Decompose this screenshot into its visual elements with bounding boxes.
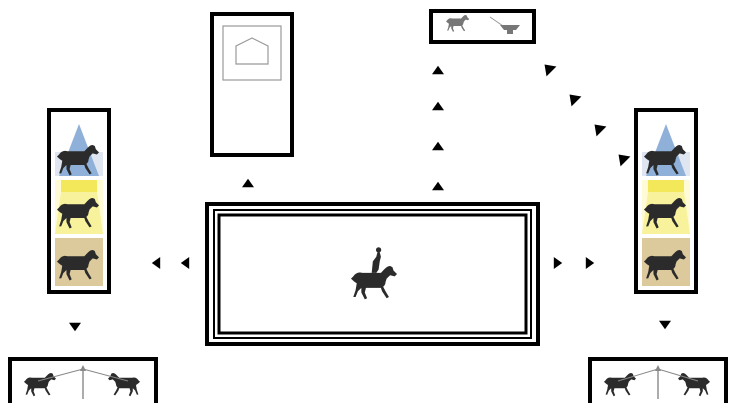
arrowhead — [544, 64, 557, 77]
door-panel-frame — [210, 12, 294, 157]
house-outline-icon — [235, 37, 269, 65]
arrowhead — [432, 141, 444, 151]
arrowhead — [569, 94, 582, 107]
camera-icon — [500, 25, 520, 34]
connector-arrows — [69, 64, 671, 332]
arena-outer-frame — [205, 202, 540, 346]
door-panel-inner-frame — [222, 25, 282, 81]
yellow-light-band — [642, 180, 690, 234]
arrowhead — [594, 124, 607, 137]
arrowhead — [180, 257, 190, 269]
arrowhead — [618, 154, 631, 167]
left-lighting-column — [47, 108, 111, 294]
tripod-icon — [37, 365, 129, 399]
arrowhead — [432, 101, 444, 111]
arrowhead — [585, 257, 595, 269]
arrowhead — [659, 320, 671, 330]
blue-light-band — [642, 124, 690, 176]
arrowhead — [432, 181, 444, 191]
right-bottom-panel — [588, 357, 728, 403]
arrowhead — [69, 322, 81, 332]
door-panel — [210, 12, 294, 157]
blue-light-band — [55, 124, 103, 176]
arrowhead — [432, 65, 444, 75]
top-camera-panel — [429, 9, 536, 44]
beige-light-band — [642, 238, 690, 286]
arrowhead — [553, 257, 563, 269]
light-source — [648, 180, 684, 192]
arena-mid-frame — [213, 209, 532, 339]
beige-light-band — [55, 238, 103, 286]
arena — [205, 202, 540, 346]
light-source — [61, 180, 97, 192]
left-bottom-panel — [8, 357, 158, 403]
arrowhead — [242, 178, 254, 188]
tripod-icon — [617, 365, 699, 399]
arrowhead — [151, 257, 161, 269]
yellow-light-band — [55, 180, 103, 234]
right-lighting-column — [634, 108, 698, 294]
